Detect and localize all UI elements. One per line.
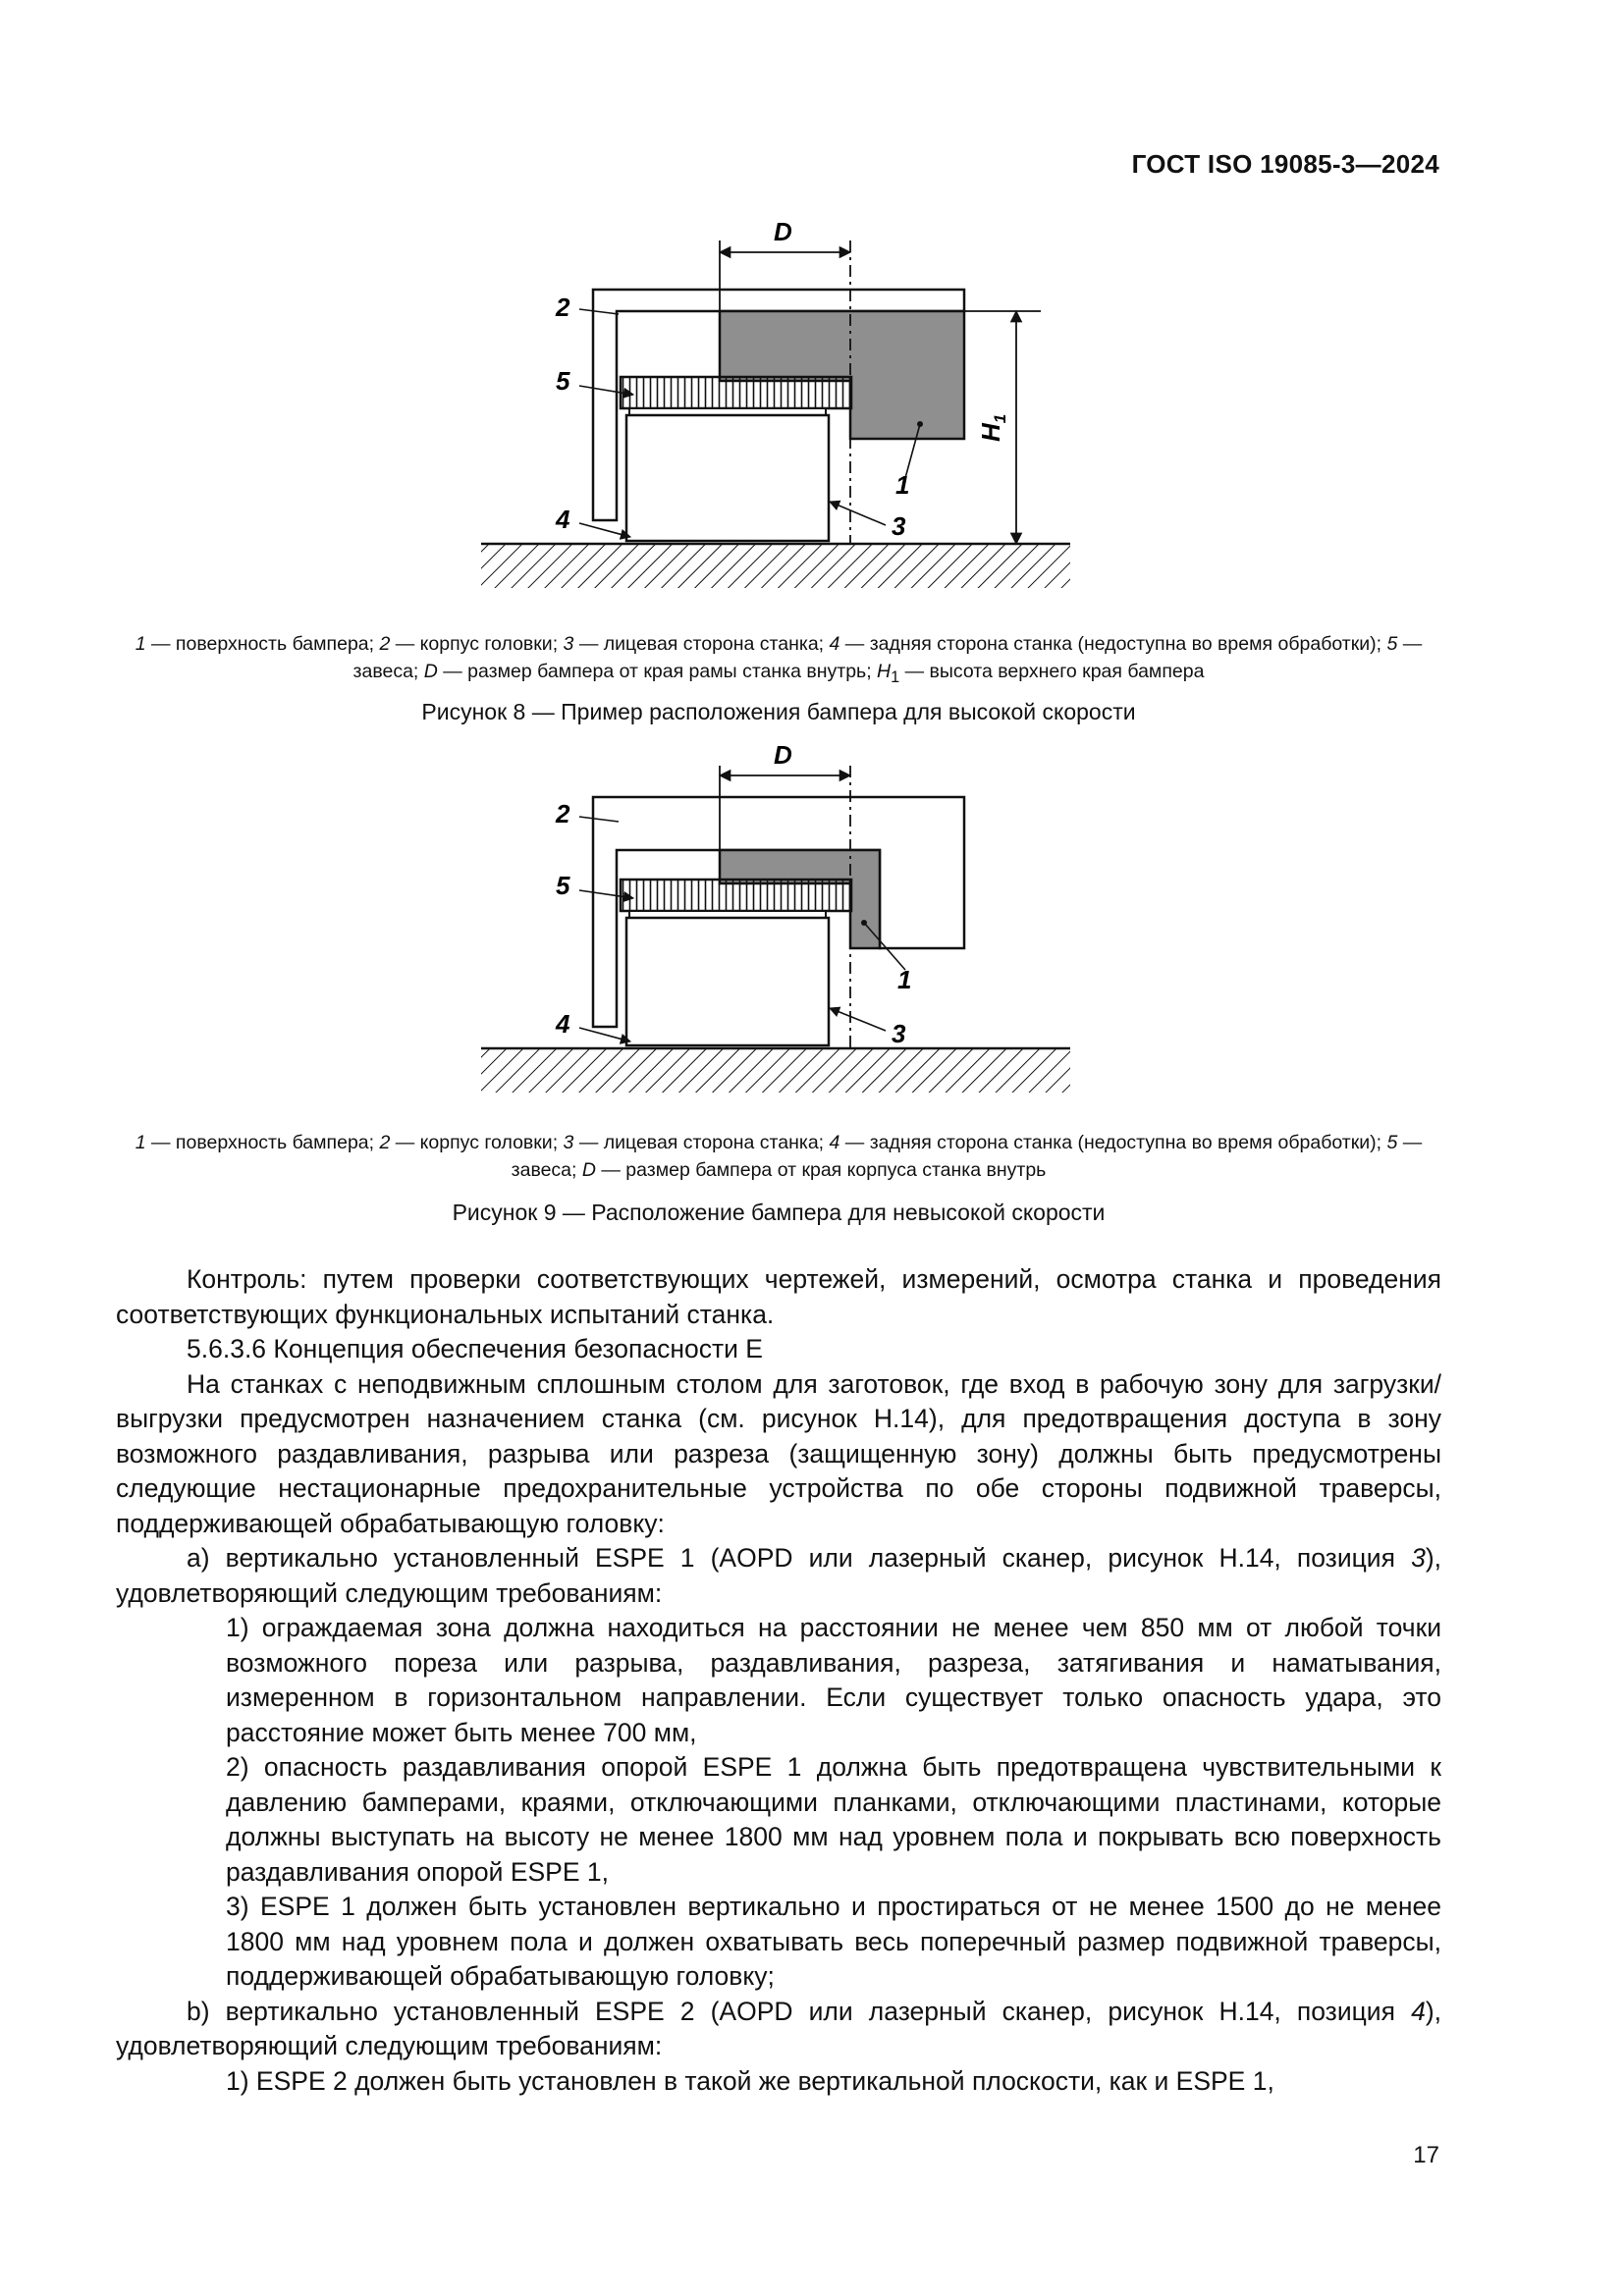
- page-number: 17: [1413, 2142, 1439, 2168]
- figure-8-diagram: D H1 2 5 4 3 1: [461, 217, 1090, 618]
- figure-label-3: 3: [892, 511, 906, 541]
- document-header: ГОСТ ISO 19085-3—2024: [1131, 149, 1439, 179]
- section-heading-5-6-3-6: 5.6.3.6 Концепция обеспечения безопаснос…: [187, 1334, 763, 1363]
- figure-label-2: 2: [555, 293, 570, 322]
- figure-9-diagram: D 2 5 4 3 1: [461, 726, 1090, 1119]
- list-item-a: а) вертикально установленный ESPE 1 (AOP…: [116, 1543, 1441, 1608]
- figure-label-1: 1: [895, 470, 909, 500]
- figure-8-caption: Рисунок 8 — Пример расположения бампера …: [421, 699, 1136, 724]
- list-item-a1: 1) ограждаемая зона должна находиться на…: [226, 1613, 1441, 1747]
- figure-9-caption: Рисунок 9 — Расположение бампера для нев…: [452, 1200, 1106, 1225]
- dimension-d-label: D: [774, 217, 792, 246]
- figure-label-4: 4: [555, 1009, 570, 1039]
- list-item-b1: 1) ESPE 2 должен быть установлен в такой…: [226, 2065, 1274, 2096]
- dimension-h1-label: H1: [976, 414, 1009, 442]
- body-text: Контроль: путем проверки соответствующих…: [116, 1262, 1441, 2099]
- paragraph-control: Контроль: путем проверки соответствующих…: [116, 1264, 1441, 1329]
- figure-8-legend: 1 — поверхность бампера; 2 — корпус голо…: [135, 633, 1423, 686]
- figure-label-2: 2: [555, 799, 570, 828]
- figure-label-3: 3: [892, 1019, 906, 1048]
- paragraph-concept-e: На станках с неподвижным сплошным столом…: [116, 1368, 1441, 1538]
- figure-label-5: 5: [556, 366, 570, 396]
- figure-label-5: 5: [556, 871, 570, 900]
- list-item-a2: 2) опасность раздавливания опорой ESPE 1…: [226, 1752, 1441, 1887]
- figure-9-legend: 1 — поверхность бампера; 2 — корпус голо…: [135, 1132, 1423, 1181]
- list-item-a3: 3) ESPE 1 должен быть установлен вертика…: [226, 1892, 1441, 1991]
- list-item-b: b) вертикально установленный ESPE 2 (AOP…: [116, 1996, 1441, 2061]
- figure-label-1: 1: [897, 965, 911, 994]
- dimension-d-label: D: [774, 740, 792, 770]
- figure-label-4: 4: [555, 505, 570, 534]
